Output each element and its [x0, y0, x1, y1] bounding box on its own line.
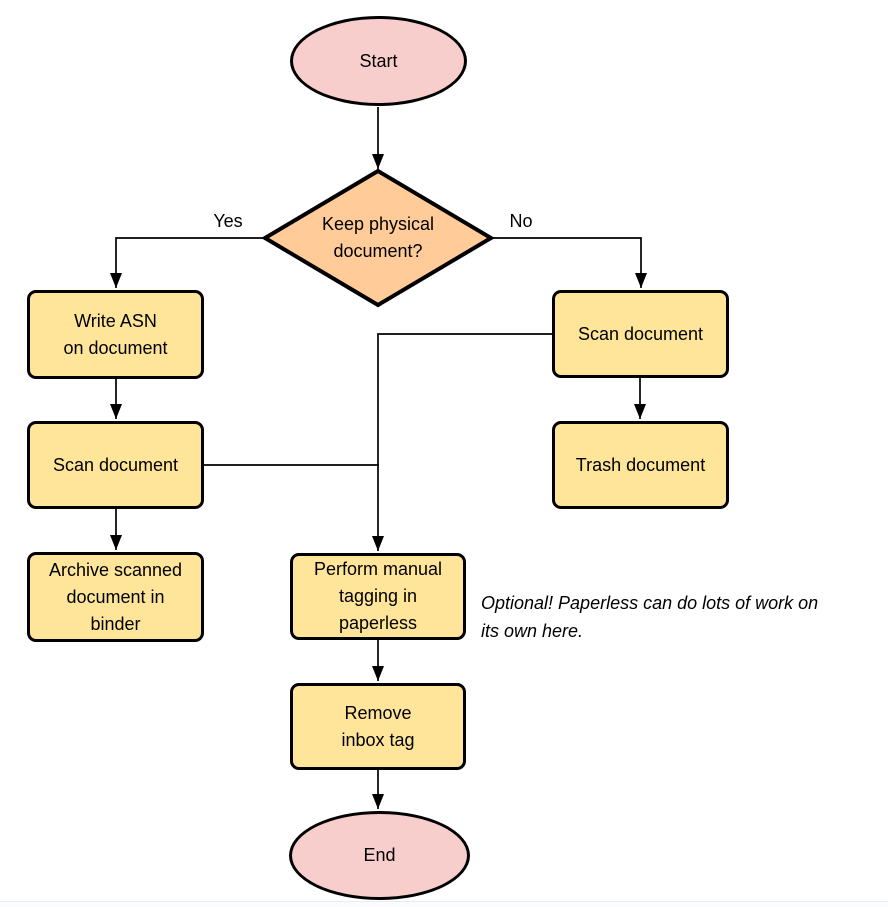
node-decision-label: Keep physical document? [321, 214, 435, 261]
edge-label-yes: Yes [213, 211, 243, 231]
edge-decision-yes-to-write-asn [110, 237, 265, 288]
node-tagging: Perform manual tagging in paperless [290, 553, 466, 640]
node-decision: Keep physical document? [265, 171, 491, 305]
edge-label-no: No [509, 211, 533, 231]
node-write-asn-label: Write ASN on document [63, 310, 168, 358]
edge-scan-right-to-tagging [372, 333, 552, 551]
node-start-label: Start [359, 50, 398, 71]
node-end-label: End [363, 845, 396, 865]
node-scan-left: Scan document [27, 421, 204, 509]
node-trash-label: Trash document [575, 454, 706, 475]
node-decision-shape [261, 168, 495, 308]
node-remove-inbox-label: Remove inbox tag [341, 702, 415, 750]
node-archive-label: Archive scanned document in binder [48, 559, 183, 634]
node-scan-right: Scan document [552, 290, 729, 378]
edge-decision-no-to-scan-right [491, 237, 647, 288]
node-remove-inbox: Remove inbox tag [290, 683, 466, 770]
node-scan-left-label: Scan document [52, 454, 179, 475]
node-tagging-label: Perform manual tagging in paperless [313, 559, 443, 633]
bottom-divider [0, 901, 888, 907]
node-archive: Archive scanned document in binder [27, 552, 204, 642]
node-start: Start [290, 16, 467, 106]
node-end: End [289, 811, 470, 900]
node-trash: Trash document [552, 421, 729, 509]
node-write-asn: Write ASN on document [27, 290, 204, 379]
annotation-note: Optional! Paperless can do lots of work … [481, 593, 819, 641]
node-scan-right-label: Scan document [577, 323, 704, 344]
